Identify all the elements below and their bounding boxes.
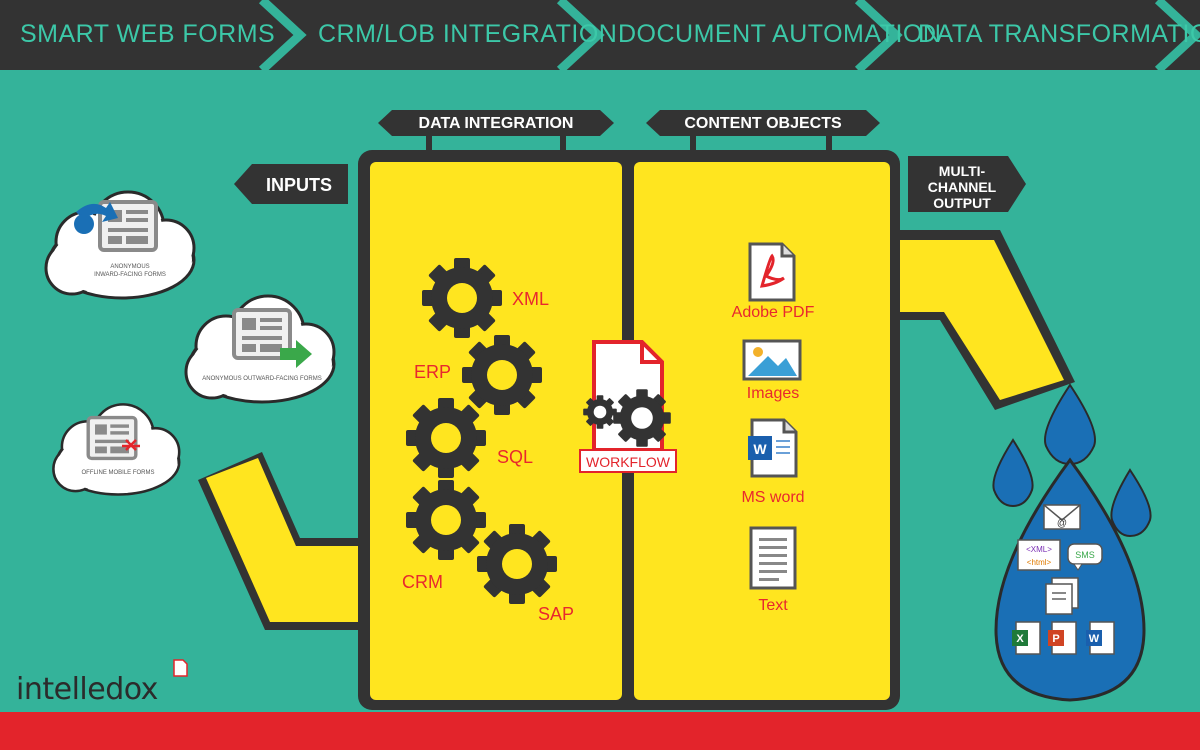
gear-icon: [477, 524, 557, 604]
output-spout: [895, 230, 1075, 410]
inward-forms-cloud: ANONYMOUS INWARD-FACING FORMS: [46, 192, 194, 298]
gear-label-crm: CRM: [402, 572, 443, 592]
offline-forms-cloud: OFFLINE MOBILE FORMS: [53, 404, 179, 494]
content-label-pdf: Adobe PDF: [732, 304, 815, 321]
intelledox-logo: intelledox: [16, 672, 158, 707]
gear-label-sap: SAP: [538, 604, 574, 624]
sms-text: SMS: [1075, 550, 1095, 560]
content-label-images: Images: [747, 385, 799, 402]
word-letter: W: [1089, 633, 1100, 645]
excel-icon: X: [1012, 622, 1040, 654]
inward-cloud-label-1: ANONYMOUS: [110, 264, 149, 270]
multichannel-label-3: OUTPUT: [933, 195, 991, 211]
documents-stack-icon: [1046, 578, 1078, 614]
data-integration-label: DATA INTEGRATION: [419, 115, 574, 132]
multichannel-label-2: CHANNEL: [928, 179, 997, 195]
gear-icon: [462, 335, 542, 415]
text-doc-icon: [751, 528, 795, 588]
footer-bar: [0, 712, 1200, 750]
outward-forms-cloud: ANONYMOUS OUTWARD-FACING FORMS: [186, 296, 334, 402]
gear-icon: [406, 480, 486, 560]
content-objects-tag: CONTENT OBJECTS: [646, 110, 880, 136]
gear-label-xml: XML: [512, 289, 549, 309]
content-label-msword: MS word: [741, 489, 804, 506]
small-drop-icon: [1111, 470, 1150, 536]
data-integration-tag: DATA INTEGRATION: [378, 110, 614, 136]
excel-letter: X: [1016, 633, 1024, 645]
outward-cloud-label: ANONYMOUS OUTWARD-FACING FORMS: [202, 376, 321, 382]
html-tag-text: <html>: [1027, 558, 1052, 567]
gear-label-erp: ERP: [414, 362, 451, 382]
gear-label-sql: SQL: [497, 447, 533, 467]
inward-cloud-label-2: INWARD-FACING FORMS: [94, 272, 166, 278]
powerpoint-icon: P: [1048, 622, 1076, 654]
inputs-tag: INPUTS: [234, 164, 348, 204]
xml-tag-text: <XML>: [1026, 545, 1052, 554]
ppt-letter: P: [1052, 633, 1059, 645]
gear-icon: [422, 258, 502, 338]
xml-html-icon: <XML> <html>: [1018, 540, 1060, 570]
content-objects-label: CONTENT OBJECTS: [684, 115, 842, 132]
inputs-label: INPUTS: [266, 175, 332, 195]
word-doc-icon: W: [748, 420, 796, 476]
svg-text:@: @: [1057, 518, 1067, 529]
word-icon: W: [1086, 622, 1114, 654]
svg-text:W: W: [753, 441, 767, 457]
envelope-icon: @: [1044, 505, 1080, 529]
workflow-label: WORKFLOW: [586, 454, 671, 470]
gear-icon: [406, 398, 486, 478]
input-pipe: [198, 452, 360, 630]
workflow-icon: WORKFLOW: [580, 342, 676, 472]
logo-doc-icon: [174, 660, 187, 676]
content-label-text: Text: [758, 597, 788, 614]
small-drop-icon: [993, 440, 1032, 506]
image-icon: [744, 341, 800, 379]
small-drop-icon: [1045, 385, 1095, 464]
pdf-icon: [750, 244, 794, 300]
multichannel-label-1: MULTI-: [939, 163, 986, 179]
offline-cloud-label: OFFLINE MOBILE FORMS: [81, 470, 154, 476]
multichannel-output-tag: MULTI- CHANNEL OUTPUT: [908, 156, 1026, 212]
form-icon: [88, 418, 136, 459]
